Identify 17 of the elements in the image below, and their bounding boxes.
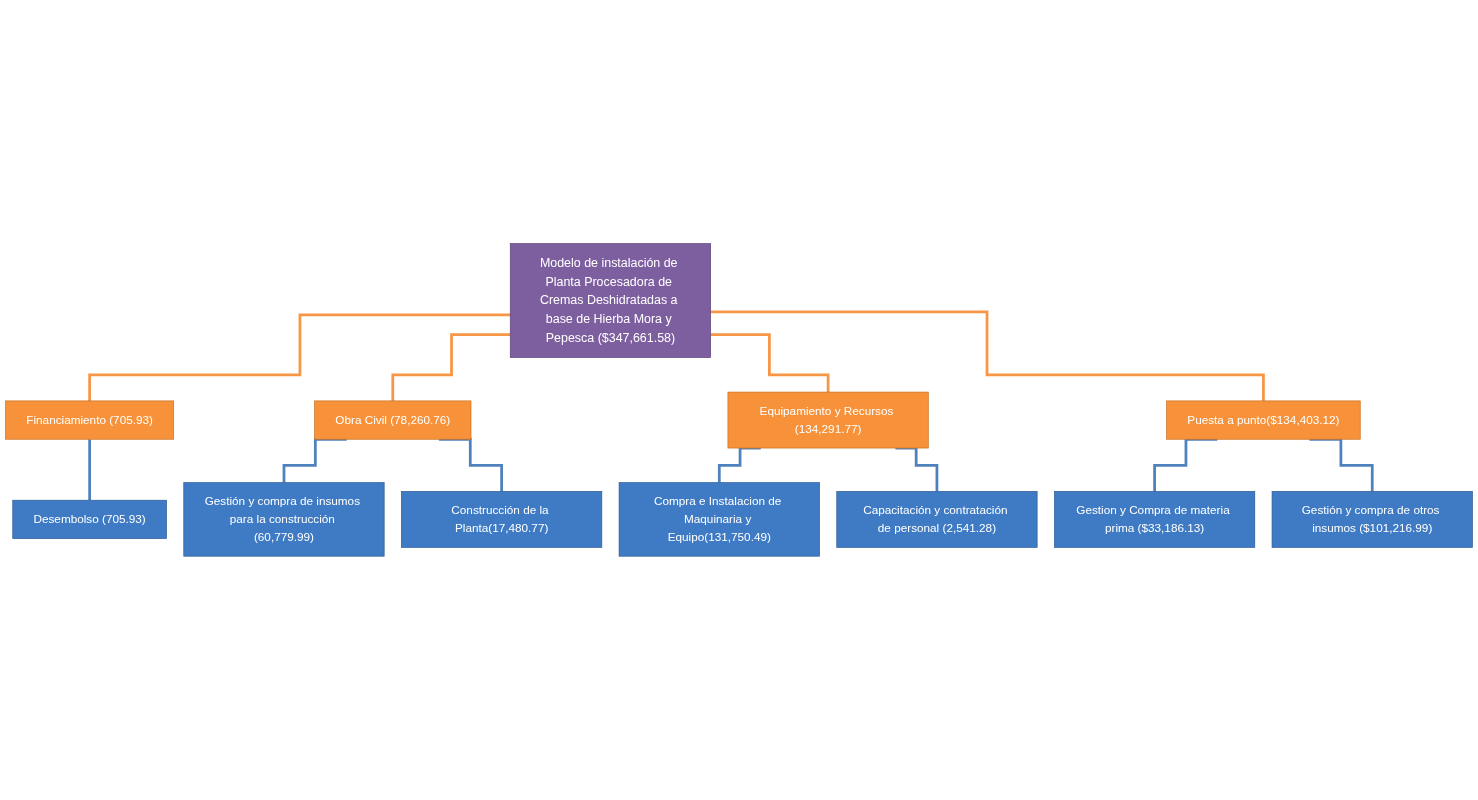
node-box: Capacitación y contratación de personal (2,541.28) bbox=[836, 491, 1038, 548]
node-box: Gestión y compra de insumos para la construcción (60,779.99) bbox=[183, 482, 385, 557]
connector bbox=[88, 313, 511, 403]
node-box: Compra e Instalacion de Maquinaria y Equipo(131,750.49) bbox=[618, 482, 820, 557]
node-box: Gestión y compra de otros insumos ($101,216.99) bbox=[1271, 491, 1473, 548]
node-box: Modelo de instalación de Planta Procesadora de Cremas Deshidratadas a base de Hierba Mora y Pepesca ($347,661.58) bbox=[509, 243, 711, 359]
connector bbox=[710, 310, 1265, 403]
node-box: Construcción de la Planta(17,480.77) bbox=[401, 491, 603, 548]
node-box: Financiamiento (705.93) bbox=[5, 400, 175, 440]
node-box: Gestion y Compra de materia prima ($33,186.13) bbox=[1054, 491, 1256, 548]
node-box: Equipamiento y Recursos (134,291.77) bbox=[727, 391, 929, 449]
node-box: Puesta a punto($134,403.12) bbox=[1166, 400, 1361, 440]
node-box: Obra Civil (78,260.76) bbox=[314, 400, 472, 440]
node-box: Desembolso (705.93) bbox=[12, 500, 167, 540]
connector bbox=[391, 333, 511, 403]
connector bbox=[710, 333, 830, 394]
connector bbox=[88, 438, 91, 502]
